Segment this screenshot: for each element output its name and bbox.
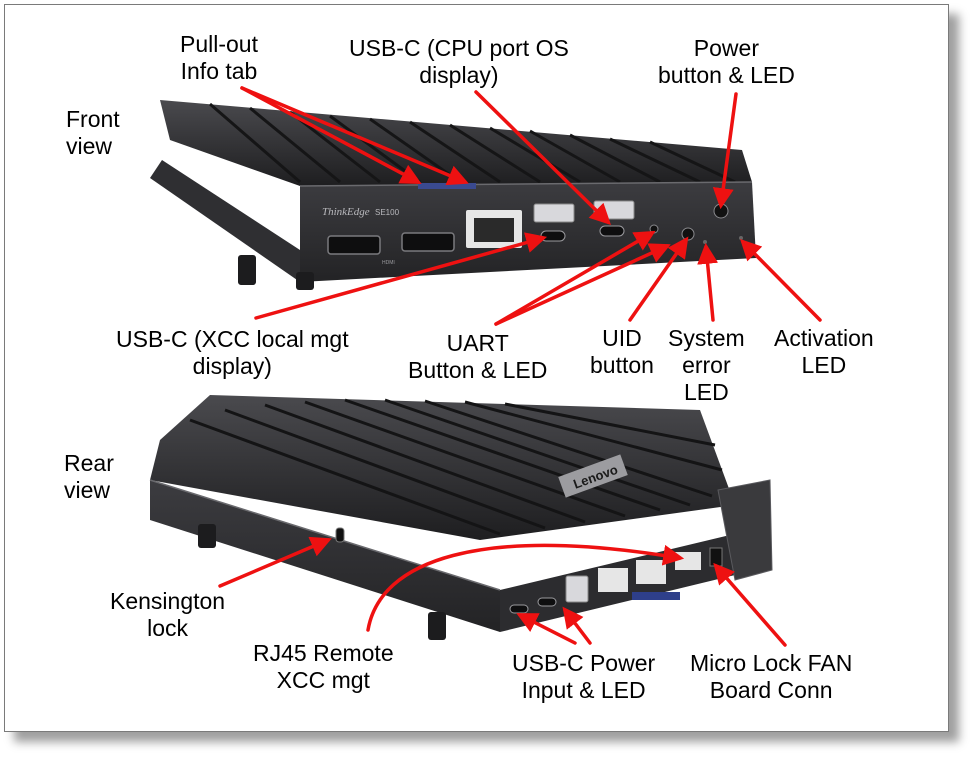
callout-activation-led: Activation LED <box>774 325 874 378</box>
callout-system-error-led: System error LED <box>668 325 745 405</box>
front-hdmi-port-2 <box>401 232 455 252</box>
front-activation-led <box>739 236 743 240</box>
rear-brand-plate <box>558 454 628 498</box>
rear-rj45-port-1 <box>598 568 628 592</box>
arrow-usbc-xcc <box>254 232 548 320</box>
rear-sd-tab <box>632 592 680 600</box>
front-usba-port-1 <box>533 203 575 223</box>
callout-arrows <box>218 86 822 647</box>
front-model: SE100 <box>375 208 400 217</box>
rear-bracket <box>717 479 773 581</box>
arrow-kensington <box>218 536 332 588</box>
arrow-system-error <box>697 242 719 322</box>
arrow-power-button <box>712 92 738 210</box>
rear-foot-1 <box>198 524 216 548</box>
callout-rj45-remote-xcc: RJ45 Remote XCC mgt <box>253 640 394 693</box>
callout-usbc-power-input: USB-C Power Input & LED <box>512 650 656 703</box>
arrow-micro-lock <box>713 562 787 647</box>
rear-rj45-port-xcc <box>675 552 701 570</box>
front-hdmi-label: HDMI <box>382 260 395 266</box>
front-foot-right <box>296 272 314 290</box>
callout-usbc-xcc-local: USB-C (XCC local mgt display) <box>116 326 349 379</box>
rear-kensington-slot <box>335 527 345 543</box>
arrow-activation <box>740 239 822 322</box>
front-foot-left <box>238 255 256 285</box>
rear-usba-port <box>565 575 589 603</box>
arrow-rj45-xcc <box>366 543 685 632</box>
front-usbc-cpu <box>599 225 625 237</box>
callout-kensington-lock: Kensington lock <box>110 588 226 641</box>
rear-heatsink-fins <box>189 398 723 536</box>
front-brand: ThinkEdge <box>322 206 370 218</box>
arrow-pullout-tab-1 <box>240 86 422 184</box>
front-heatsink-fins <box>209 102 736 184</box>
rear-rj45-port-2 <box>636 560 666 584</box>
front-hdmi-port-1 <box>327 235 381 255</box>
front-uid-button <box>681 227 695 241</box>
callout-power-button-led: Power button & LED <box>658 35 795 88</box>
rear-usbc-power-2 <box>537 597 557 607</box>
front-view-title: Front view <box>66 106 120 159</box>
callout-usbc-cpu-port: USB-C (CPU port OS display) <box>349 35 569 88</box>
rear-usbc-power-1 <box>509 604 529 614</box>
callout-pullout-info-tab: Pull-out Info tab <box>180 31 258 84</box>
front-info-tab <box>418 183 476 189</box>
arrow-usbc-power-1 <box>516 613 577 645</box>
arrow-uid <box>628 236 689 322</box>
front-system-error-led <box>703 240 707 244</box>
callout-uart-button-led: UART Button & LED <box>408 330 548 383</box>
callout-uid-button: UID button <box>590 325 654 378</box>
front-base-plate <box>150 160 300 282</box>
arrow-usbc-power-2 <box>562 606 592 645</box>
rear-foot-2 <box>428 612 446 640</box>
arrow-uart-2 <box>494 243 671 326</box>
rear-micro-lock-connector <box>709 547 723 567</box>
rear-view-title: Rear view <box>64 450 114 503</box>
front-heatsink <box>160 100 752 186</box>
front-usbc-xcc <box>540 230 566 242</box>
arrow-pullout-tab-2 <box>240 86 469 186</box>
rear-device: Lenovo <box>149 395 773 640</box>
arrow-uart-1 <box>494 230 656 326</box>
arrow-usbc-cpu <box>474 90 611 225</box>
callout-micro-lock-fan: Micro Lock FAN Board Conn <box>690 650 853 703</box>
